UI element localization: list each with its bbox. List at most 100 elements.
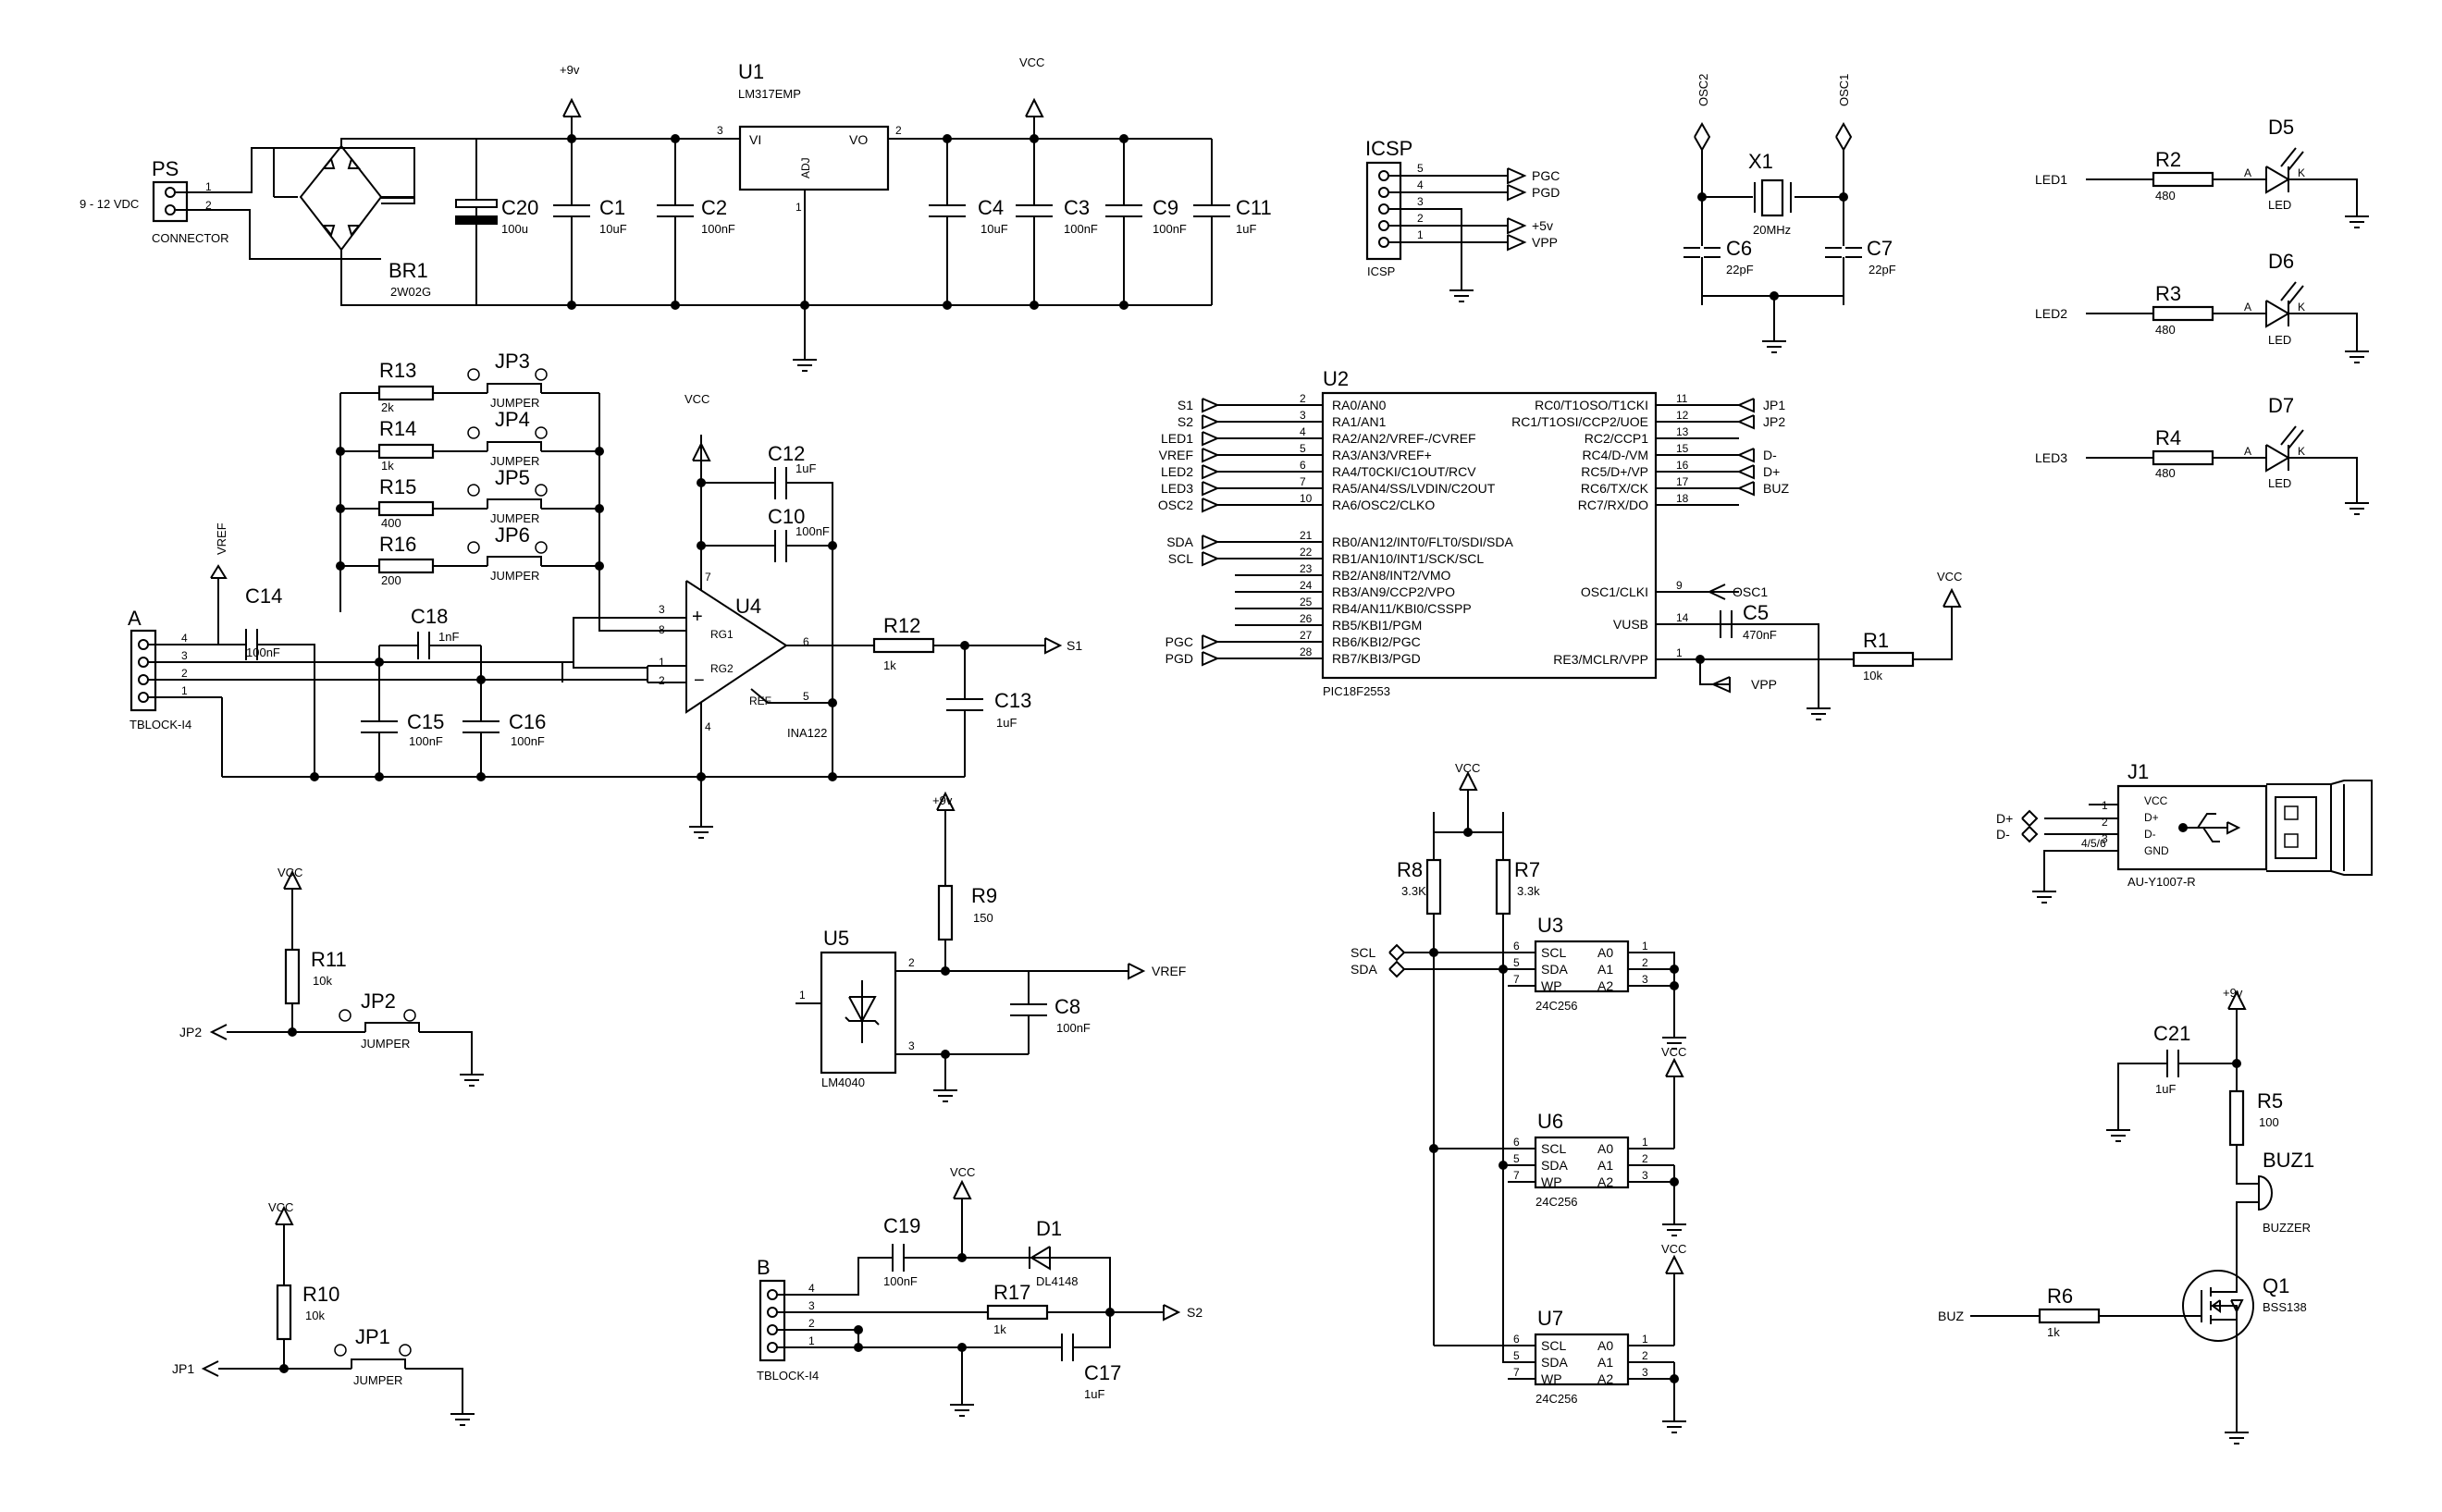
u2-pin-number: 1: [1676, 646, 1683, 659]
eeprom-right-pin: A2: [1597, 1174, 1613, 1189]
jp2-value: JUMPER: [361, 1037, 410, 1051]
eeprom-right-pin: A0: [1597, 945, 1613, 960]
u4-pin-3: 3: [659, 603, 665, 616]
capacitor-c12: C12 1uF: [768, 442, 816, 499]
u4-rg1: RG1: [710, 628, 734, 641]
u2-pin-number: 18: [1676, 492, 1689, 505]
vpp-net-label-mcu: VPP: [1751, 677, 1777, 692]
u2-pin-number: 16: [1676, 459, 1689, 472]
u2-net-label: S2: [1178, 414, 1193, 429]
icsp-pin-1: 1: [1417, 228, 1424, 241]
input-terminal-a: A TBLOCK-I4 4 3 2 1 VREF C14 100nF: [128, 522, 965, 781]
d6-ref: D6: [2268, 250, 2294, 273]
led1-net-label: LED1: [2035, 172, 2067, 187]
icsp-pin-5: 5: [1417, 162, 1424, 175]
c15-value: 100nF: [409, 734, 443, 748]
jp3-ref: JP3: [495, 350, 530, 373]
u4-pin-2: 2: [659, 674, 665, 687]
r10-value: 10k: [305, 1309, 325, 1322]
u2-pin-name: RC6/TX/CK: [1581, 481, 1649, 496]
r6-value: 1k: [2047, 1325, 2060, 1339]
a-pin-2: 2: [181, 667, 188, 680]
ps-value: CONNECTOR: [152, 231, 229, 245]
u1-pin-3: 3: [717, 124, 723, 137]
u1-adj-label: ADJ: [799, 157, 812, 178]
r5-ref: R5: [2257, 1089, 2283, 1112]
crystal-section: OSC2 OSC1 X1 20MHz C6 22pF C7 22pF: [1684, 74, 1896, 353]
c21-ref: C21: [2153, 1022, 2190, 1045]
diode-d1: D1 DL4148: [1029, 1217, 1079, 1288]
u4-rg2: RG2: [710, 662, 734, 675]
eeprom-right-pin: A0: [1597, 1141, 1613, 1156]
icsp-header: ICSP ICSP 5 4 3 2 1 PGC PGD +5v VPP: [1365, 137, 1560, 302]
u2-pin-name: RB7/KBI3/PGD: [1332, 651, 1421, 666]
u2-pin-number: 15: [1676, 442, 1689, 455]
vcc-label-b: VCC: [950, 1165, 975, 1179]
r4-ref: R4: [2155, 426, 2181, 449]
eeprom-right-pin: A2: [1597, 1371, 1613, 1386]
u1-pin-1: 1: [796, 201, 802, 214]
j1-name-dp: D+: [2144, 811, 2159, 824]
j1-name-gnd: GND: [2144, 844, 2169, 857]
j1-name-dm: D-: [2144, 828, 2156, 841]
u2-net-label: BUZ: [1763, 481, 1789, 496]
capacitor-c14: C14 100nF: [218, 584, 315, 777]
eeprom-left-num: 5: [1513, 1349, 1520, 1362]
svg-text:−: −: [694, 670, 705, 691]
eeprom-right-pin: A2: [1597, 978, 1613, 993]
p9v-label-vref: +9v: [932, 793, 953, 807]
u2-net-label: SCL: [1168, 551, 1193, 566]
u2-pin-name: RC4/D-/VM: [1582, 448, 1648, 462]
eeprom-right-num: 2: [1642, 1152, 1648, 1165]
u5-pin-2: 2: [908, 956, 915, 969]
c14-ref: C14: [245, 584, 282, 608]
resistor-r12: R12 1k: [872, 614, 935, 672]
vcc-label-eeprom: VCC: [1661, 1242, 1686, 1256]
u2-left-pins: RA0/AN02S1RA1/AN13S2RA2/AN2/VREF-/CVREF4…: [1158, 392, 1513, 667]
instrumentation-amp-section: VCC C12 1uF C10 100nF U4 INA122 + − RG1 …: [599, 392, 1082, 839]
svg-text:+: +: [692, 607, 703, 627]
r14-value: 1k: [381, 459, 394, 473]
u2-pin-name: RC5/D+/VP: [1581, 464, 1648, 479]
r3-ref: R3: [2155, 282, 2181, 305]
bridge-rectifier-br1: BR1 2W02G: [265, 145, 476, 306]
eeprom-right-pin: A1: [1597, 1355, 1613, 1370]
icsp-net-pgc: PGC: [1532, 168, 1560, 183]
c11-ref: C11: [1236, 196, 1272, 219]
u1-ref: U1: [738, 60, 764, 83]
u4-pin-6: 6: [803, 635, 809, 648]
icsp-net-pgd: PGD: [1532, 185, 1560, 200]
u2-net-label: PGC: [1166, 634, 1193, 649]
u6-ref: U6: [1537, 1110, 1563, 1133]
ps-input-note: 9 - 12 VDC: [80, 197, 139, 211]
capacitor-c13: C13 1uF: [946, 645, 1031, 777]
u2-pin-number: 13: [1676, 425, 1689, 438]
c7-value: 22pF: [1868, 263, 1896, 277]
eeprom-right-num: 1: [1642, 1136, 1648, 1149]
b-pin-1: 1: [808, 1334, 815, 1347]
j1-name-vcc: VCC: [2144, 794, 2168, 807]
r1-value: 10k: [1863, 669, 1882, 682]
u1-value: LM317EMP: [738, 87, 801, 101]
d6-anode: A: [2244, 301, 2251, 313]
u6-value: 24C256: [1536, 1195, 1578, 1209]
jp2-pullup: VCC R11 10k JP2 JP2 JUMPER: [179, 866, 485, 1087]
eeprom-right-num: 1: [1642, 1333, 1648, 1346]
u2-pin-name: RB1/AN10/INT1/SCK/SCL: [1332, 551, 1484, 566]
d5-cathode: K: [2298, 166, 2305, 179]
u2-pin-name: RA1/AN1: [1332, 414, 1387, 429]
osc1-label-vertical: OSC1: [1837, 74, 1851, 106]
led2-net-label: LED2: [2035, 306, 2067, 321]
icsp-pin-4: 4: [1417, 178, 1424, 191]
u2-pin-number: 7: [1300, 475, 1306, 488]
u2-net-label: OSC1: [1733, 584, 1768, 599]
u2-value: PIC18F2553: [1323, 684, 1390, 698]
d7-ref: D7: [2268, 394, 2294, 417]
u2-pin-name: RB4/AN11/KBI0/CSSPP: [1332, 601, 1472, 616]
u2-pin-number: 12: [1676, 409, 1689, 422]
r2-value: 480: [2155, 189, 2176, 203]
r15-value: 400: [381, 516, 401, 530]
mcu-u2: U2 PIC18F2553 RA0/AN02S1RA1/AN13S2RA2/AN…: [1158, 367, 1962, 720]
